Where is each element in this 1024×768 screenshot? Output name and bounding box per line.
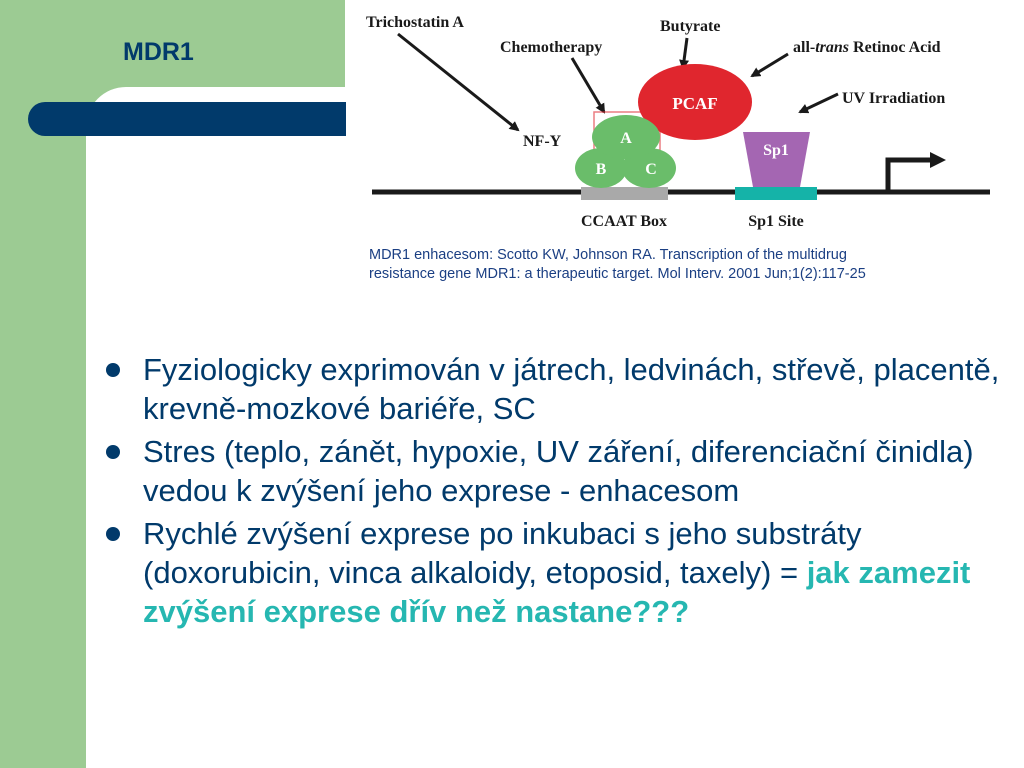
bullet-dot-icon: [106, 527, 120, 541]
bullet-dot-icon: [106, 363, 120, 377]
label-nfy: NF-Y: [523, 133, 562, 150]
retinoic-italic: trans: [815, 39, 849, 56]
bullet-dot-icon: [106, 445, 120, 459]
caption-line-2: resistance gene MDR1: a therapeutic targ…: [369, 266, 866, 282]
title-divider-bar: [28, 102, 346, 136]
label-trichostatin: Trichostatin A: [366, 14, 464, 31]
arrow-uv: [798, 92, 839, 114]
ccaat-box-bar: [581, 187, 668, 200]
label-retinoic-acid: all-trans Retinoc Acid: [793, 39, 941, 56]
label-chemotherapy: Chemotherapy: [500, 39, 602, 56]
caption-line-1: MDR1 enhacesom: Scotto KW, Johnson RA. T…: [369, 247, 847, 263]
retinoic-suffix: Retinoc Acid: [849, 39, 941, 56]
nfy-subunit-b-label: B: [596, 161, 607, 178]
label-uv: UV Irradiation: [842, 90, 945, 107]
label-sp1-site: Sp1 Site: [748, 213, 804, 230]
bullet-list: Fyziologicky exprimován v játrech, ledvi…: [104, 350, 1009, 635]
arrow-butyrate: [679, 37, 690, 70]
bullet-text: Fyziologicky exprimován v játrech, ledvi…: [143, 352, 1000, 426]
label-butyrate: Butyrate: [660, 18, 720, 35]
arrow-chemotherapy: [570, 57, 606, 114]
mdr1-enhanceosome-diagram: PCAF A B C Sp1 Trichostatin A Chemothera…: [366, 14, 990, 230]
sp1-site-bar: [735, 187, 817, 200]
label-ccaat-box: CCAAT Box: [581, 213, 667, 230]
pcaf-label: PCAF: [672, 94, 717, 113]
nfy-subunit-c-label: C: [645, 161, 657, 178]
sp1-factor: [743, 132, 810, 187]
sp1-label: Sp1: [763, 142, 789, 159]
nfy-subunit-a-label: A: [620, 130, 632, 147]
arrow-trichostatin: [397, 32, 520, 132]
nfy-subunit-a: [592, 115, 660, 159]
slide-title: MDR1: [123, 38, 194, 66]
nfy-subunit-b: [575, 148, 627, 188]
top-green-band: [0, 0, 345, 87]
pcaf-ellipse: [638, 64, 752, 140]
transcription-start-arrow: [885, 157, 932, 192]
bullet-highlight: jak zamezit zvýšení exprese dřív než nas…: [143, 555, 971, 629]
arrow-retinoic-acid: [750, 52, 789, 78]
bullet-item-physiological-expression: Fyziologicky exprimován v játrech, ledvi…: [104, 350, 1009, 428]
transcription-arrowhead: [930, 152, 946, 168]
bullet-item-rapid-expression: Rychlé zvýšení exprese po inkubaci s jeh…: [104, 514, 1009, 631]
bullet-text: Stres (teplo, zánět, hypoxie, UV záření,…: [143, 434, 974, 508]
figure-caption: MDR1 enhacesom: Scotto KW, Johnson RA. T…: [369, 246, 989, 284]
retinoic-prefix: all-: [793, 39, 815, 56]
bullet-text: Rychlé zvýšení exprese po inkubaci s jeh…: [143, 516, 862, 590]
bullet-item-stress-factors: Stres (teplo, zánět, hypoxie, UV záření,…: [104, 432, 1009, 510]
